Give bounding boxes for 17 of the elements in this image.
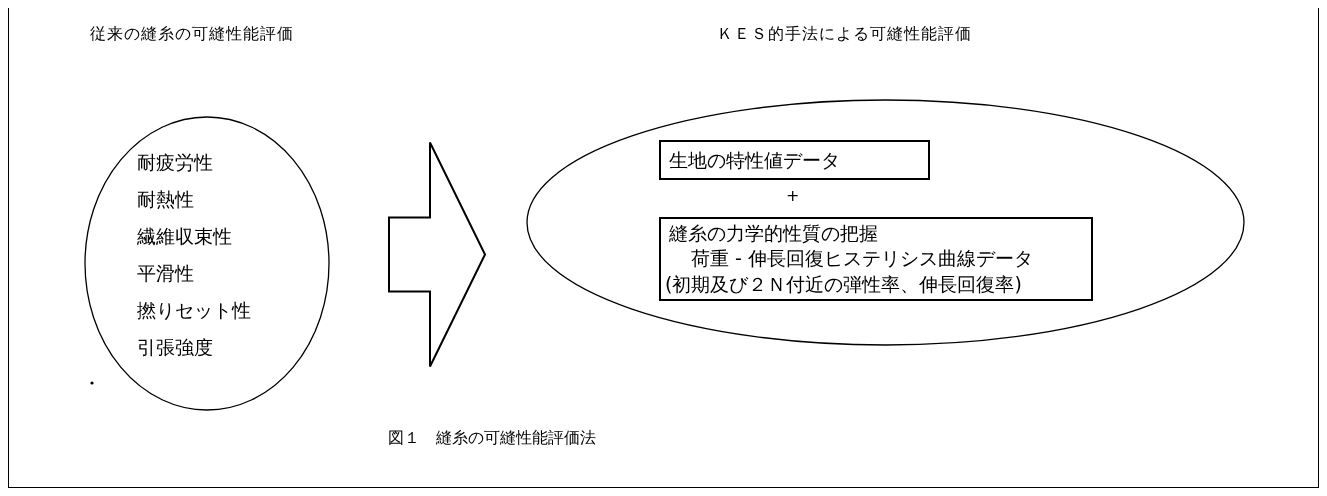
list-item: 繊維収束性	[137, 224, 232, 248]
box-text: 生地の特性値データ	[669, 148, 840, 172]
list-item: 平滑性	[137, 261, 194, 285]
figure-caption: 図１ 縫糸の可縫性能評価法	[388, 428, 596, 449]
list-item: 耐熱性	[137, 187, 194, 211]
box-detail: (初期及び２Ｎ付近の弾性率、伸長回復率)	[665, 272, 1022, 296]
box-detail: 荷重 - 伸長回復ヒステリシス曲線データ	[691, 246, 1033, 270]
box-text: 縫糸の力学的性質の把握	[669, 221, 878, 245]
process-box	[659, 217, 1093, 301]
list-item: 耐疲労性	[137, 150, 213, 174]
list-item: 引張強度	[137, 335, 213, 359]
plus-sign: +	[786, 185, 800, 207]
process-box	[659, 140, 930, 180]
heading: ＫＥＳ的手法による可縫性能評価	[717, 23, 972, 45]
heading: 従来の縫糸の可縫性能評価	[90, 23, 294, 45]
block-arrow	[388, 141, 487, 368]
list-item: 撚りセット性	[137, 298, 251, 322]
